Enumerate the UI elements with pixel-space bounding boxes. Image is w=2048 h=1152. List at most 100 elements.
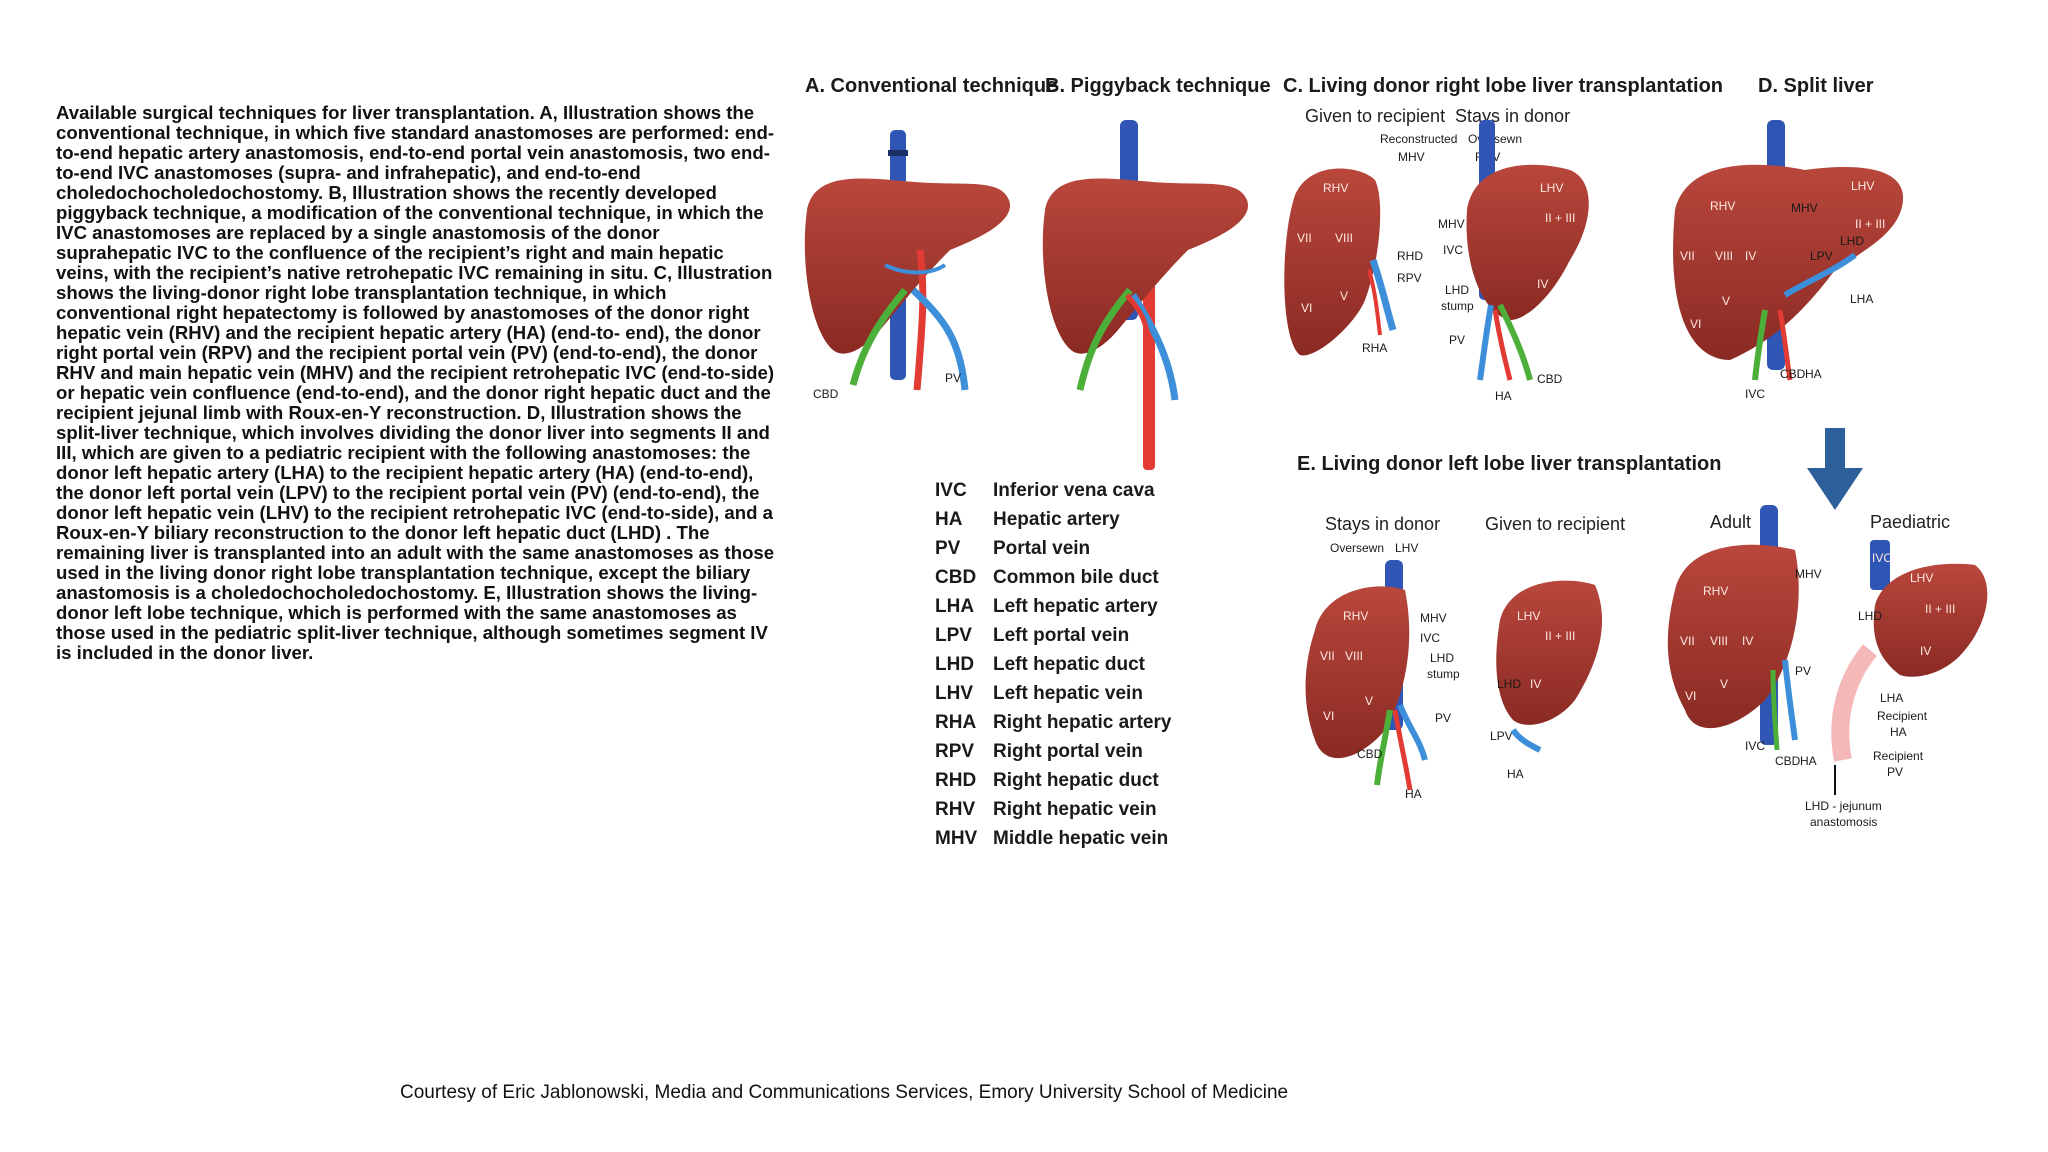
down-arrow-icon	[1807, 428, 1863, 510]
label-lha-d3: LHA	[1880, 691, 1903, 705]
label-rpv-c: RPV	[1397, 271, 1422, 285]
portal-vein	[910, 287, 969, 391]
legend-full: Left hepatic vein	[993, 683, 1143, 704]
label-ha-c: HA	[1495, 389, 1512, 403]
legend-abbr: LHA	[935, 596, 974, 617]
legend-abbr: LPV	[935, 625, 972, 646]
label-anastomosis: anastomosis	[1810, 815, 1877, 829]
portal-branch	[884, 263, 947, 275]
legend-full: Right hepatic vein	[993, 799, 1157, 820]
legend-full: Right hepatic artery	[993, 712, 1172, 733]
label-lpv-d: LPV	[1810, 249, 1833, 263]
legend-abbr: HA	[935, 509, 963, 530]
label-iv-d2: IV	[1742, 634, 1753, 648]
hepatic-artery	[1777, 309, 1793, 381]
right-portal-vein	[1369, 258, 1397, 332]
label-rhv-d2: RHV	[1703, 584, 1728, 598]
label-oversewn-e: Oversewn	[1330, 541, 1384, 555]
portal-vein	[1130, 293, 1179, 401]
liver-shape	[1042, 178, 1248, 354]
label-lhv-c: LHV	[1540, 181, 1563, 195]
label-pv-e: PV	[1435, 711, 1451, 725]
portal-vein	[1782, 659, 1798, 741]
left-portal-vein	[1783, 252, 1857, 298]
label-ha-e: HA	[1405, 787, 1422, 801]
label-v-d2: V	[1720, 677, 1728, 691]
label-vii-c: VII	[1297, 231, 1312, 245]
panel-title-c: C. Living donor right lobe liver transpl…	[1283, 75, 1723, 97]
hepatic-artery	[1125, 293, 1153, 351]
label-iv-d: IV	[1745, 249, 1756, 263]
portal-vein	[1397, 703, 1428, 761]
bile-duct	[1770, 669, 1780, 751]
label-v-e: V	[1365, 694, 1373, 708]
legend-full: Portal vein	[993, 538, 1090, 559]
label-viii-e: VIII	[1345, 649, 1363, 663]
hepatic-artery	[913, 249, 927, 391]
legend-full: Right portal vein	[993, 741, 1143, 762]
label-pv-c: PV	[1449, 333, 1465, 347]
label-ivc-d: IVC	[1745, 387, 1765, 401]
legend-abbr: RHV	[935, 799, 975, 820]
subtitle-c-given: Given to recipient	[1305, 106, 1445, 126]
legend-abbr: IVC	[935, 480, 967, 501]
legend-abbr: LHV	[935, 683, 973, 704]
legend-abbr: RHA	[935, 712, 976, 733]
bile-duct	[1752, 309, 1768, 381]
label-mhv-d2: MHV	[1795, 567, 1822, 581]
label-rhd-c: RHD	[1397, 249, 1423, 263]
bile-duct	[1497, 303, 1533, 381]
legend-full: Left hepatic artery	[993, 596, 1158, 617]
label-ha-d: HA	[1805, 367, 1822, 381]
label-iv-d3: IV	[1920, 644, 1931, 658]
label-vi-e: VI	[1323, 709, 1334, 723]
liver-shape	[804, 178, 1010, 354]
label-pv-d2: PV	[1795, 664, 1811, 678]
legend-abbr: LHD	[935, 654, 974, 675]
legend-full: Left hepatic duct	[993, 654, 1146, 675]
label-pv-d3: PV	[1887, 765, 1903, 779]
panel-e-liver-illustration: Stays in donor Given to recipient Overse…	[1305, 514, 1625, 801]
anastomosis-band	[888, 150, 908, 156]
adult-liver-shape	[1667, 544, 1799, 729]
panel-a-liver-illustration: CBD PV	[804, 130, 1010, 401]
label-ivc-e: IVC	[1420, 631, 1440, 645]
subtitle-e-given: Given to recipient	[1485, 514, 1625, 534]
label-lpv-e: LPV	[1490, 729, 1513, 743]
legend-full: Right hepatic duct	[993, 770, 1159, 791]
label-viii-d2: VIII	[1710, 634, 1728, 648]
bile-duct	[1374, 709, 1393, 786]
graft-liver-shape	[1496, 580, 1603, 725]
legend-full: Hepatic artery	[993, 509, 1120, 530]
label-ii-iii-d3: II + III	[1925, 602, 1955, 616]
legend-item: LPV Left portal vein	[935, 625, 1129, 646]
portal-vein	[1477, 304, 1494, 381]
label-lhd-e2: LHD	[1497, 677, 1521, 691]
label-lhd-d: LHD	[1840, 234, 1864, 248]
surgical-techniques-illustration: A. Conventional technique B. Piggyback t…	[804, 75, 1988, 849]
label-lhv-d3: LHV	[1910, 571, 1933, 585]
hepatic-artery	[1492, 309, 1513, 381]
label-lhd-c: LHD	[1445, 283, 1469, 297]
label-lhv-e2: LHV	[1517, 609, 1540, 623]
legend-item: LHV Left hepatic vein	[935, 683, 1143, 704]
panel-d-liver-illustration: RHV VII VIII IV VI V MHV LHV II + III LP…	[1667, 120, 1988, 829]
legend-full: Middle hepatic vein	[993, 828, 1168, 849]
legend-abbr: RHD	[935, 770, 976, 791]
left-lobe-shape	[1466, 164, 1589, 320]
label-lhv-d: LHV	[1851, 179, 1874, 193]
legend-full: Inferior vena cava	[993, 480, 1155, 501]
label-viii-c: VIII	[1335, 231, 1353, 245]
bile-duct	[1076, 287, 1133, 391]
label-vii-d: VII	[1680, 249, 1695, 263]
legend-item: RHD Right hepatic duct	[935, 770, 1159, 791]
legend-full: Left portal vein	[993, 625, 1129, 646]
right-hepatic-artery	[1367, 269, 1382, 336]
label-mhv-d: MHV	[1791, 201, 1818, 215]
panel-b-liver-illustration	[1042, 120, 1248, 470]
legend-item: IVC Inferior vena cava	[935, 480, 1155, 501]
label-oversewn-c: Oversewn	[1468, 132, 1522, 146]
ivc-vessel	[1870, 540, 1890, 590]
